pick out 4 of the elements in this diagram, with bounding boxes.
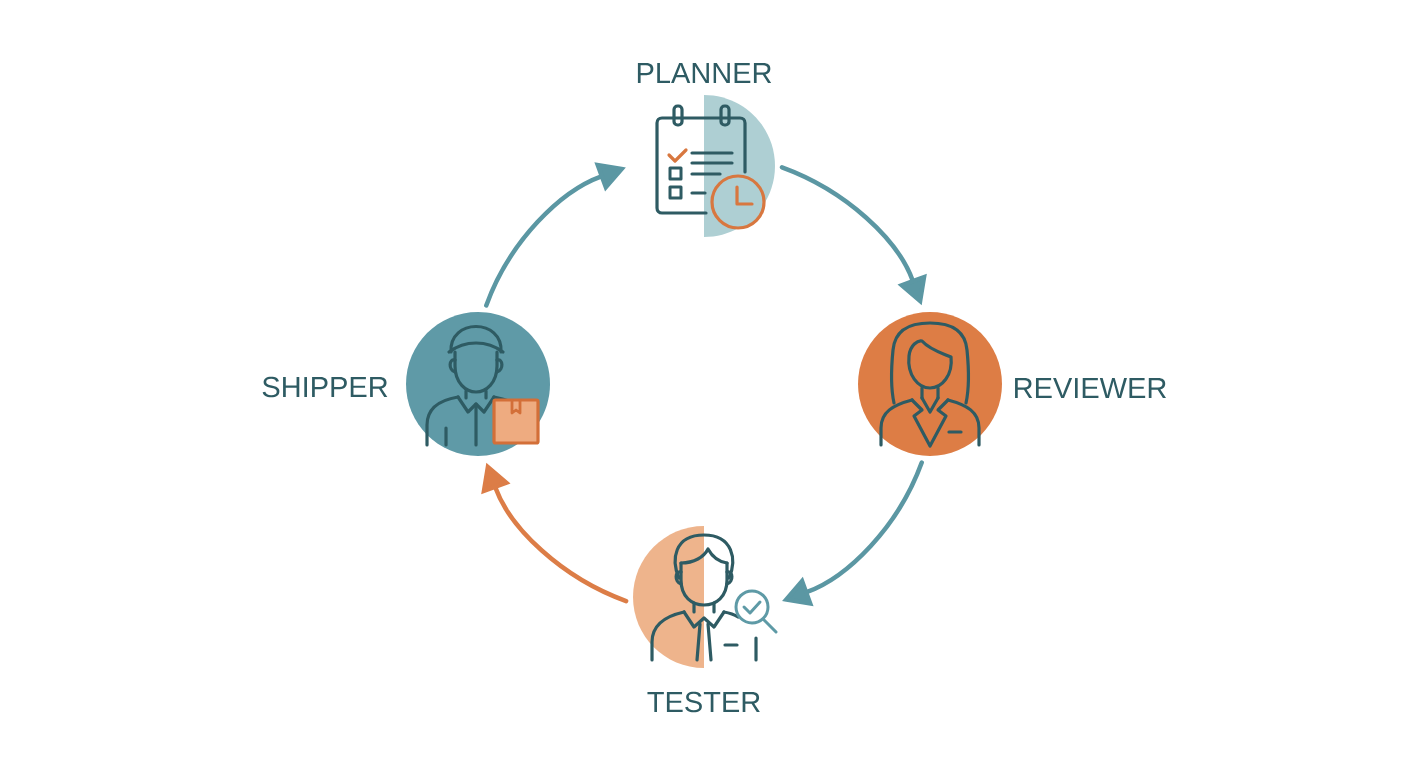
role-label: TESTER (647, 691, 760, 713)
role-label: SHIPPER (262, 376, 388, 398)
role-label: PLANNER (637, 63, 772, 83)
role-label: REVIEWER (1015, 378, 1166, 398)
